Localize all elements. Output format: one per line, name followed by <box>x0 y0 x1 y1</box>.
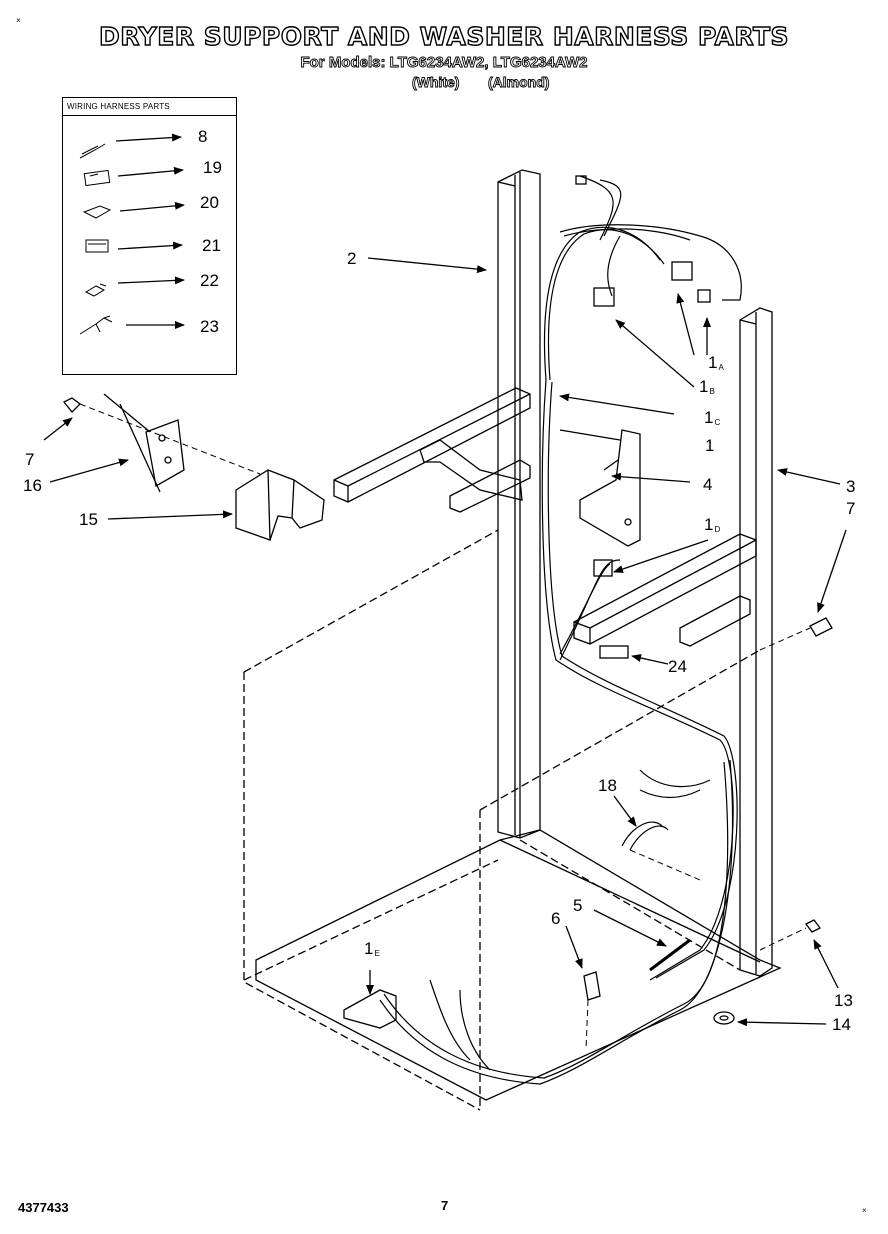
variant-white: (White) <box>412 74 460 91</box>
base-frame <box>255 829 782 1101</box>
arrow-7-right <box>817 529 847 613</box>
variant-almond: (Almond) <box>488 74 550 91</box>
left-support <box>497 169 541 839</box>
callout-14: 14 <box>832 1015 851 1034</box>
arrow-1b <box>615 319 695 388</box>
models-subtitle: For Models: LTG6234AW2, LTG6234AW2 <box>300 54 588 72</box>
cabinet-outline <box>243 529 761 1111</box>
callout-1b-num: 1 <box>699 377 709 396</box>
arrow-5 <box>593 909 667 947</box>
center-bracket <box>559 429 641 547</box>
callout-1d-sub: D <box>714 525 721 534</box>
arrow-7-left <box>43 417 73 441</box>
callout-1e-sub: E <box>374 949 380 958</box>
callout-1a: 1A <box>708 354 724 376</box>
callout-6: 6 <box>551 909 561 928</box>
arrow-24 <box>631 654 669 665</box>
plate-16 <box>62 393 185 493</box>
arrow-15 <box>107 510 233 520</box>
callout-1c-num: 1 <box>704 408 714 427</box>
callout-3: 3 <box>846 477 856 496</box>
bracket-15 <box>235 469 325 541</box>
arrow-16 <box>49 458 129 483</box>
callout-1e: 1E <box>364 940 380 962</box>
callout-23: 23 <box>200 317 219 336</box>
page-number: 7 <box>441 1198 449 1213</box>
inset-parts <box>79 143 113 335</box>
left-bracket <box>333 387 531 513</box>
arrow-2 <box>367 257 487 274</box>
callout-19: 19 <box>203 158 222 177</box>
right-bracket <box>573 533 757 647</box>
arrow-1d <box>613 539 709 573</box>
callout-22: 22 <box>200 271 219 290</box>
arrow-21 <box>117 241 183 250</box>
wire-harness <box>379 175 742 1085</box>
callout-13: 13 <box>834 991 853 1010</box>
callout-8: 8 <box>198 127 208 146</box>
callout-1c-sub: C <box>714 418 721 427</box>
callout-16: 16 <box>23 476 42 495</box>
corner-mark-top-left: × <box>16 16 21 25</box>
arrow-13 <box>813 939 839 989</box>
callout-7-left: 7 <box>25 450 35 469</box>
arrow-3 <box>777 468 841 485</box>
callout-5: 5 <box>573 896 583 915</box>
callout-2: 2 <box>347 249 357 268</box>
inset-title: WIRING HARNESS PARTS <box>67 102 170 111</box>
right-support <box>739 307 773 977</box>
callout-1: 1 <box>705 436 715 455</box>
callout-1a-sub: A <box>718 363 724 372</box>
callout-18: 18 <box>598 776 617 795</box>
callout-1d-num: 1 <box>704 515 714 534</box>
callout-15: 15 <box>79 510 98 529</box>
arrow-6 <box>565 925 583 969</box>
callout-1b: 1B <box>699 378 715 400</box>
arrow-4 <box>611 472 691 483</box>
part-number: 4377433 <box>18 1200 69 1215</box>
callout-7-right: 7 <box>846 499 856 518</box>
arrow-8 <box>115 133 182 142</box>
callout-1c: 1C <box>704 409 720 431</box>
arrow-14 <box>737 1018 827 1027</box>
callout-1b-sub: B <box>709 387 715 396</box>
inset-divider <box>63 115 236 116</box>
callout-1a-num: 1 <box>708 353 718 372</box>
callout-1e-num: 1 <box>364 939 374 958</box>
arrow-19 <box>117 166 184 177</box>
callout-1d: 1D <box>704 516 720 538</box>
callout-24: 24 <box>668 657 687 676</box>
arrow-22 <box>117 276 185 285</box>
arrow-1a <box>676 293 695 356</box>
arrow-20 <box>119 201 185 212</box>
callout-4: 4 <box>703 475 713 494</box>
callout-21: 21 <box>202 236 221 255</box>
arrow-1c <box>559 393 675 415</box>
wiring-harness-parts-inset: WIRING HARNESS PARTS <box>62 97 237 375</box>
callout-20: 20 <box>200 193 219 212</box>
connectors <box>343 175 833 1029</box>
corner-mark-bottom-right: × <box>862 1206 867 1215</box>
leader-lines <box>79 403 811 1051</box>
page-title: DRYER SUPPORT AND WASHER HARNESS PARTS <box>98 21 790 51</box>
arrow-18 <box>613 795 637 827</box>
